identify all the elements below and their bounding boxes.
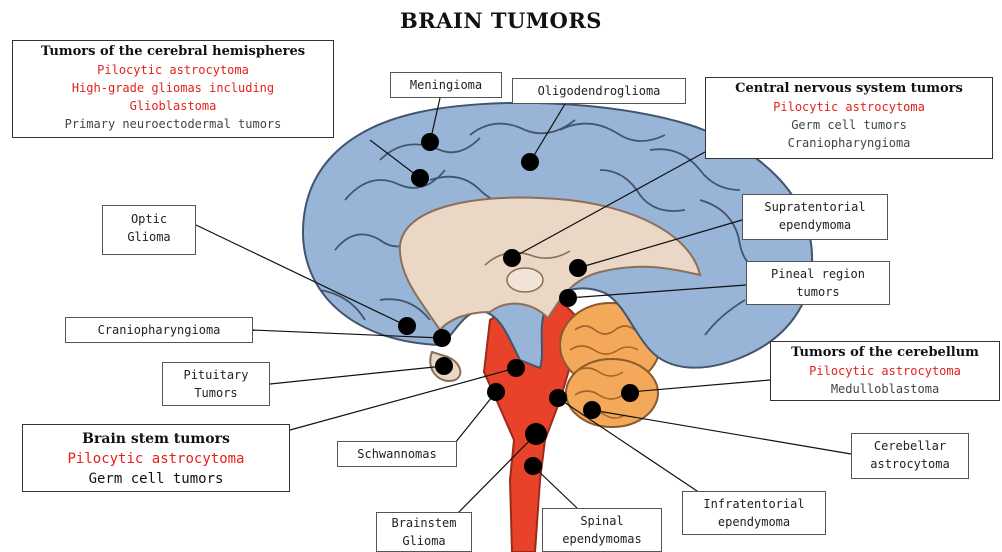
label-oligodendroglioma: Oligodendroglioma <box>512 78 686 104</box>
label-schwannomas: Schwannomas <box>337 441 457 467</box>
label-pituitary-tumors: Pituitary Tumors <box>162 362 270 406</box>
marker-meningioma <box>421 133 439 151</box>
label-brain-stem-tumors: Brain stem tumors Pilocytic astrocytoma … <box>22 424 290 492</box>
marker-oligodendroglioma <box>521 153 539 171</box>
marker-optic <box>398 317 416 335</box>
label-meningioma: Meningioma <box>390 72 502 98</box>
marker-supratentorial <box>569 259 587 277</box>
label-cerebral-hemispheres: Tumors of the cerebral hemispheres Piloc… <box>12 40 334 138</box>
label-cerebellar-astrocytoma: Cerebellar astrocytoma <box>851 433 969 479</box>
label-spinal-ependymomas: Spinal ependymomas <box>542 508 662 552</box>
marker-cerebellum <box>621 384 639 402</box>
label-supratentorial-ependymoma: Supratentorial ependymoma <box>742 194 888 240</box>
marker-cerebellar-astro <box>583 401 601 419</box>
marker-infratentorial <box>549 389 567 407</box>
label-infratentorial-ependymoma: Infratentorial ependymoma <box>682 491 826 535</box>
marker-schwannoma <box>487 383 505 401</box>
marker-hemisphere <box>411 169 429 187</box>
marker-brainstem-upper <box>507 359 525 377</box>
page-title: BRAIN TUMORS <box>0 8 1002 33</box>
label-cerebellum-tumors: Tumors of the cerebellum Pilocytic astro… <box>770 341 1000 401</box>
marker-spinal <box>524 457 542 475</box>
marker-brainstem-glioma <box>525 423 547 445</box>
label-brainstem-glioma: Brainstem Glioma <box>376 512 472 552</box>
label-cns-tumors: Central nervous system tumors Pilocytic … <box>705 77 993 159</box>
marker-craniopharyngioma <box>433 329 451 347</box>
label-optic-glioma: Optic Glioma <box>102 205 196 255</box>
label-craniopharyngioma: Craniopharyngioma <box>65 317 253 343</box>
marker-pineal <box>559 289 577 307</box>
marker-pituitary <box>435 357 453 375</box>
label-pineal-region: Pineal region tumors <box>746 261 890 305</box>
marker-cns <box>503 249 521 267</box>
